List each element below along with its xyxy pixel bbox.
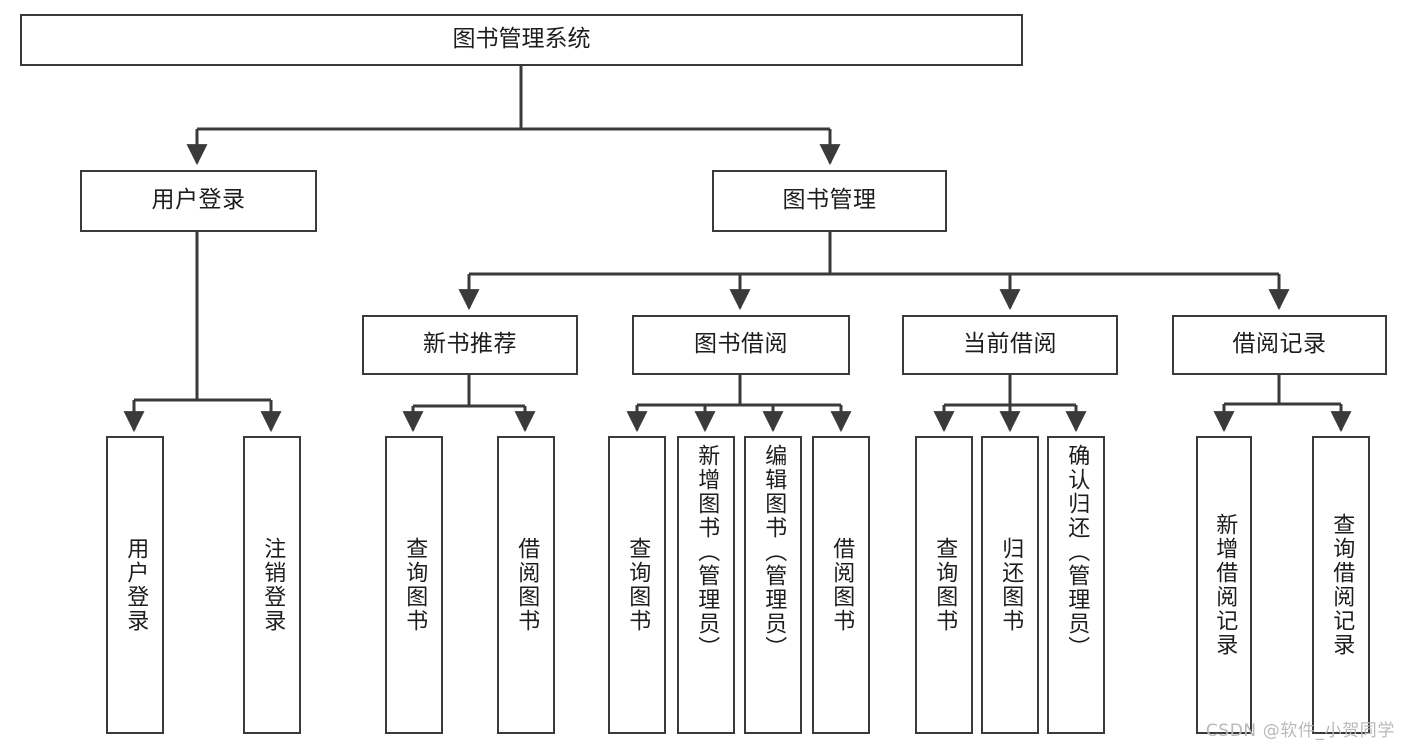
leaf-label: 确认归还（管理员） [1064,444,1090,660]
leaf-book-borrow-borrow[interactable]: 借阅图书 [812,436,870,734]
leaf-label: 新增图书（管理员） [694,444,720,660]
node-new-book-recommend-label: 新书推荐 [423,331,517,358]
leaf-user-login-logout[interactable]: 注销登录 [243,436,301,734]
node-new-book-recommend[interactable]: 新书推荐 [362,315,578,375]
leaf-label: 查询借阅记录 [1329,513,1355,657]
leaf-book-borrow-query[interactable]: 查询图书 [608,436,666,734]
leaf-label: 用户登录 [123,537,149,633]
leaf-new-book-borrow[interactable]: 借阅图书 [497,436,555,734]
node-current-borrow-label: 当前借阅 [963,331,1057,358]
leaf-book-borrow-add[interactable]: 新增图书（管理员） [677,436,735,734]
node-user-login[interactable]: 用户登录 [80,170,317,232]
leaf-borrow-record-query[interactable]: 查询借阅记录 [1312,436,1370,734]
node-user-login-label: 用户登录 [151,187,246,214]
node-book-borrow[interactable]: 图书借阅 [632,315,850,375]
leaf-label: 注销登录 [260,537,286,633]
leaf-label: 新增借阅记录 [1212,513,1238,657]
leaf-label: 查询图书 [932,537,958,633]
node-book-borrow-label: 图书借阅 [694,331,788,358]
node-current-borrow[interactable]: 当前借阅 [902,315,1118,375]
leaf-current-borrow-return[interactable]: 归还图书 [981,436,1039,734]
node-book-management[interactable]: 图书管理 [712,170,947,232]
leaf-label: 借阅图书 [514,537,540,633]
leaf-current-borrow-query[interactable]: 查询图书 [915,436,973,734]
leaf-label: 查询图书 [402,537,428,633]
node-book-management-label: 图书管理 [782,187,877,214]
leaf-borrow-record-add[interactable]: 新增借阅记录 [1196,436,1252,734]
watermark: CSDN @软件_小贺同学 [1205,721,1395,741]
leaf-new-book-query[interactable]: 查询图书 [385,436,443,734]
leaf-label: 借阅图书 [829,537,855,633]
leaf-label: 归还图书 [998,537,1024,633]
leaf-current-borrow-confirm-return[interactable]: 确认归还（管理员） [1047,436,1105,734]
node-root[interactable]: 图书管理系统 [20,14,1023,66]
leaf-user-login-login[interactable]: 用户登录 [106,436,164,734]
node-root-label: 图书管理系统 [452,26,591,53]
leaf-book-borrow-edit[interactable]: 编辑图书（管理员） [744,436,802,734]
node-borrow-record[interactable]: 借阅记录 [1172,315,1387,375]
node-borrow-record-label: 借阅记录 [1232,331,1327,358]
leaf-label: 查询图书 [625,537,651,633]
leaf-label: 编辑图书（管理员） [761,444,787,660]
